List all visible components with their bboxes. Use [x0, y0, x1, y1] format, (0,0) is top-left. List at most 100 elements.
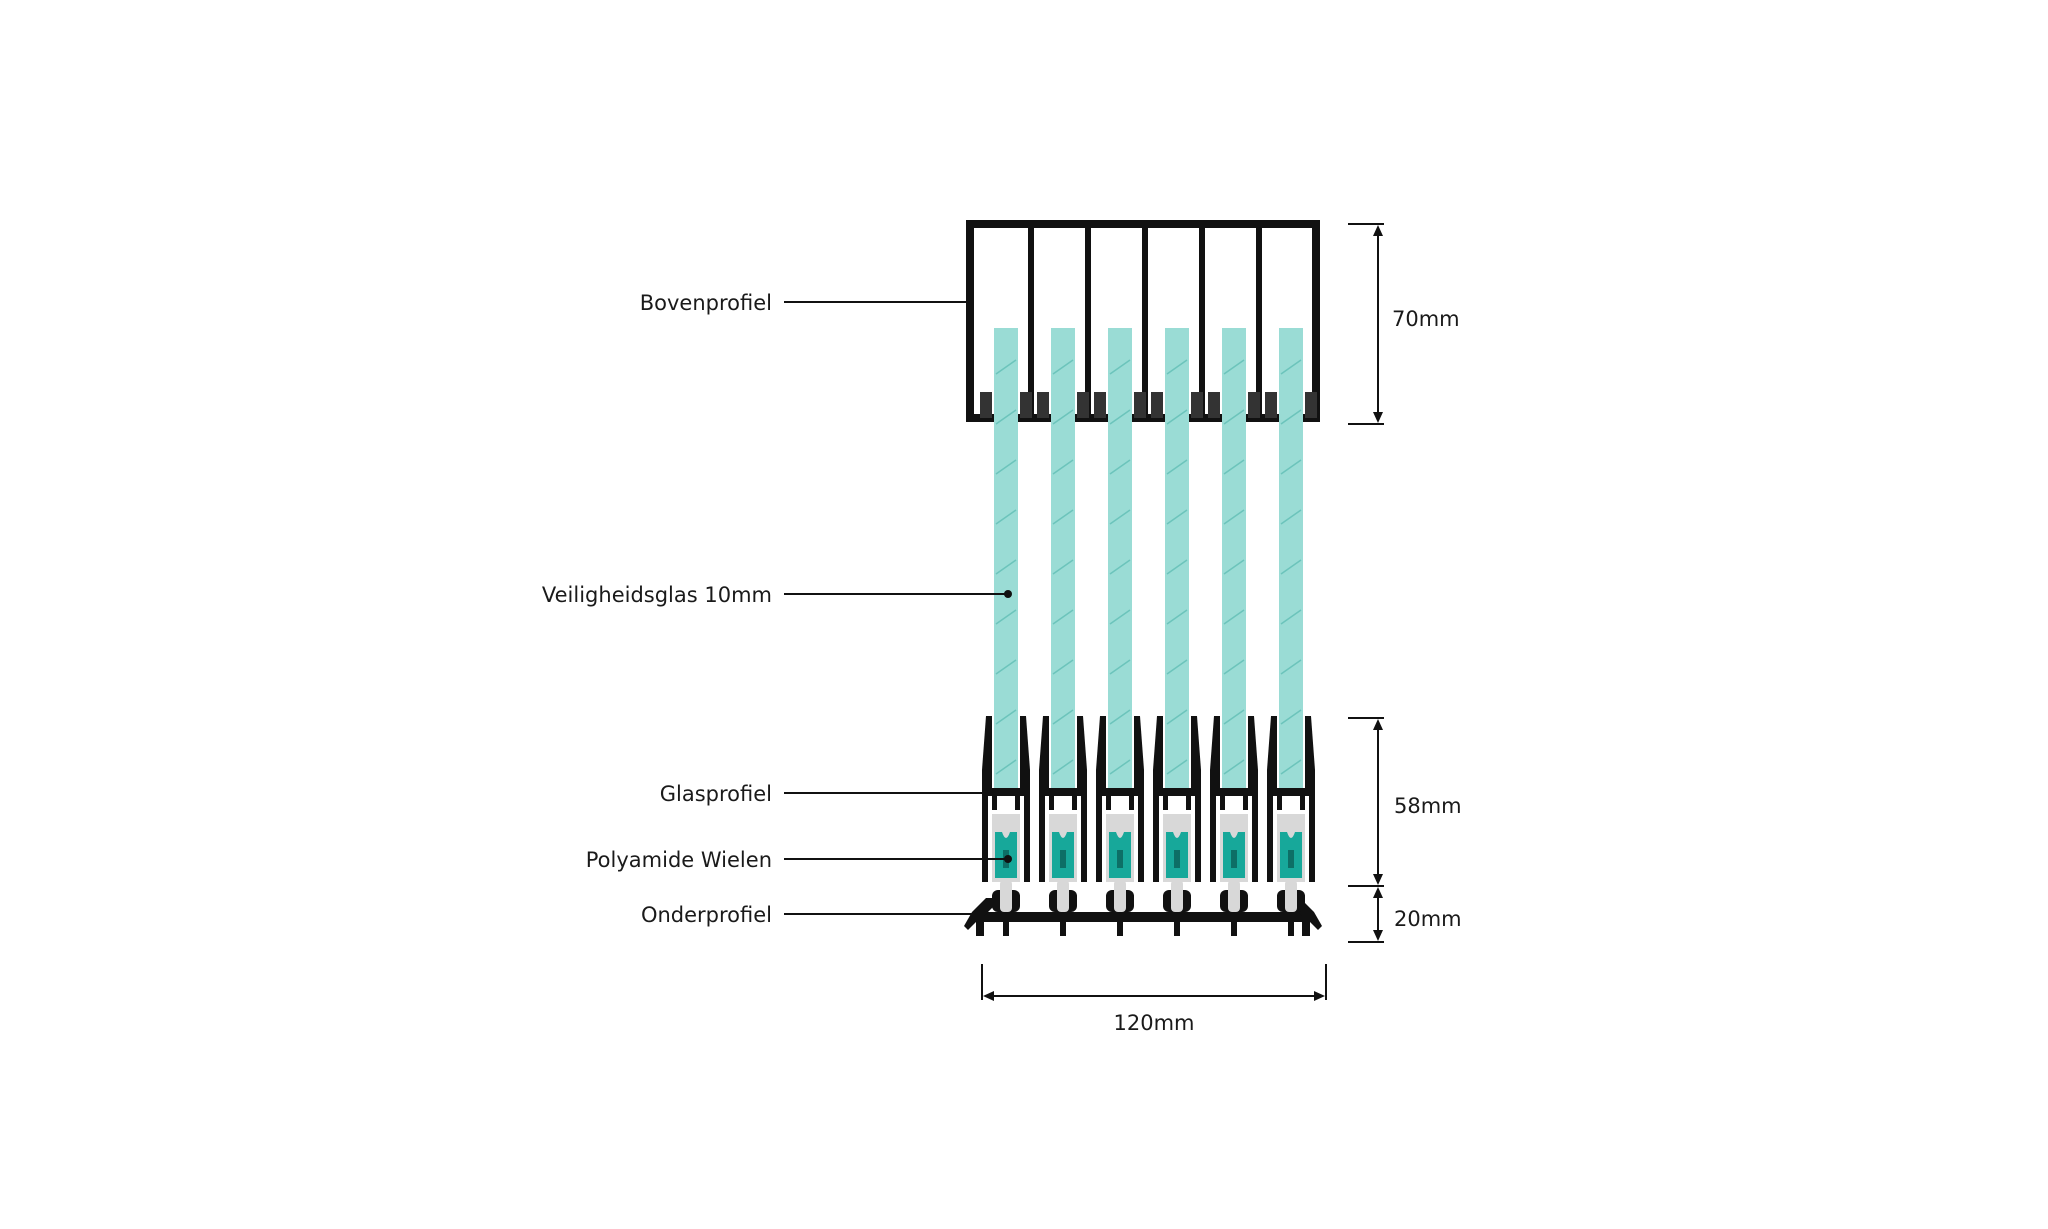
bottom-profile-left-hook: [964, 898, 994, 936]
glass-hatch: [995, 509, 1017, 525]
glass-profile: [1096, 716, 1144, 882]
leader-wheels-dot: [1004, 855, 1012, 863]
glass-hatch: [1052, 559, 1074, 575]
glass-profile-left-leg: [1210, 796, 1216, 882]
glass-pane: [1108, 328, 1132, 788]
glass-hatch: [1223, 709, 1245, 725]
glass-profile-left-leg: [1153, 796, 1159, 882]
track-foot: [1060, 920, 1066, 936]
glass-hatch: [1223, 409, 1245, 425]
wheel-axle: [1288, 850, 1294, 868]
top-divider: [1028, 224, 1034, 418]
track-foot: [1231, 920, 1237, 936]
glass-hatch: [1052, 359, 1074, 375]
glass-profile-left-wall: [982, 716, 992, 790]
glass-profile-base: [1153, 788, 1201, 796]
glass-profile-clip-left: [992, 796, 997, 810]
top-divider: [1256, 224, 1262, 418]
track-foot: [1117, 920, 1123, 936]
glass-hatch: [1052, 759, 1074, 775]
dim-mid-arrow-up: [1373, 719, 1383, 730]
track-foot: [1174, 920, 1180, 936]
glass-hatch: [1109, 709, 1131, 725]
track-post-insert: [1000, 880, 1012, 912]
glass-profile-right-leg: [1309, 796, 1315, 882]
glass-profile: [1153, 716, 1201, 882]
glass-hatch: [1052, 459, 1074, 475]
glass-panel: [994, 328, 1018, 788]
glass-profile: [982, 716, 1030, 882]
glass-hatch: [1166, 659, 1188, 675]
bottom-track: [1163, 880, 1191, 936]
top-seal-left: [1037, 392, 1049, 418]
glass-profile-left-leg: [982, 796, 988, 882]
glass-hatch: [1052, 409, 1074, 425]
glass-pane: [1279, 328, 1303, 788]
glass-profile-clip-right: [1300, 796, 1305, 810]
glass-hatch: [1280, 509, 1302, 525]
top-profile-dividers: [1028, 224, 1262, 418]
track-foot: [1003, 920, 1009, 936]
bottom-profile: [964, 880, 1322, 936]
track-post-insert: [1057, 880, 1069, 912]
glass-hatch: [1109, 409, 1131, 425]
glass-profile-left-leg: [1096, 796, 1102, 882]
glass-profile-left-wall: [1096, 716, 1106, 790]
dim-label-width: 120mm: [1114, 1011, 1195, 1035]
glass-profile-right-leg: [1024, 796, 1030, 882]
top-seal-right: [1305, 392, 1317, 418]
glass-profile-right-leg: [1081, 796, 1087, 882]
glass-profile-clip-right: [1186, 796, 1191, 810]
glass-hatch: [1109, 509, 1131, 525]
glass-hatch: [995, 359, 1017, 375]
glass-profile-base: [1039, 788, 1087, 796]
glass-profile-base: [982, 788, 1030, 796]
glass-hatch: [1052, 659, 1074, 675]
glass-profile-right-wall: [1191, 716, 1201, 790]
dim-top-arrow-up: [1373, 225, 1383, 236]
glass-hatch: [1280, 459, 1302, 475]
glass-profile-left-wall: [1210, 716, 1220, 790]
glass-hatch: [1223, 559, 1245, 575]
glass-profile-clip-left: [1277, 796, 1282, 810]
wheel-axle: [1117, 850, 1123, 868]
glass-profile-clip-right: [1129, 796, 1134, 810]
dim-label-top: 70mm: [1392, 307, 1460, 331]
glass-hatch: [1223, 509, 1245, 525]
glass-profile-clip-left: [1106, 796, 1111, 810]
track-foot: [1288, 920, 1294, 936]
glass-profile-left-wall: [1039, 716, 1049, 790]
label-wheels: Polyamide Wielen: [586, 848, 772, 872]
glass-pane: [1165, 328, 1189, 788]
dim-width-arrow-left: [983, 991, 994, 1001]
glass-hatch: [1052, 509, 1074, 525]
top-seal-right: [1134, 392, 1146, 418]
glass-hatch: [1223, 659, 1245, 675]
glass-profile-right-leg: [1195, 796, 1201, 882]
glass-hatch: [1280, 359, 1302, 375]
glass-hatch: [995, 559, 1017, 575]
glass-hatch: [1223, 359, 1245, 375]
glass-hatch: [1109, 609, 1131, 625]
glass-hatch: [1280, 409, 1302, 425]
leader-lines: [784, 301, 1006, 915]
top-seal-right: [1191, 392, 1203, 418]
label-glass: Veiligheidsglas 10mm: [542, 583, 772, 607]
glass-hatch: [1280, 659, 1302, 675]
glass-panel: [1279, 328, 1303, 788]
glass-hatch: [995, 709, 1017, 725]
glass-profile: [1039, 716, 1087, 882]
top-profile: [966, 220, 1320, 422]
glass-profile-right-wall: [1077, 716, 1087, 790]
dim-label-bottom: 20mm: [1394, 907, 1462, 931]
glass-profile-left-wall: [1267, 716, 1277, 790]
top-seal-left: [1265, 392, 1277, 418]
dim-mid-arrow-down: [1373, 874, 1383, 885]
glass-profile-base: [1210, 788, 1258, 796]
glass-hatch: [1166, 459, 1188, 475]
glass-hatch: [1280, 559, 1302, 575]
dim-width-arrow-right: [1314, 991, 1325, 1001]
glass-hatch: [1109, 659, 1131, 675]
dim-label-glass-profile: 58mm: [1394, 794, 1462, 818]
